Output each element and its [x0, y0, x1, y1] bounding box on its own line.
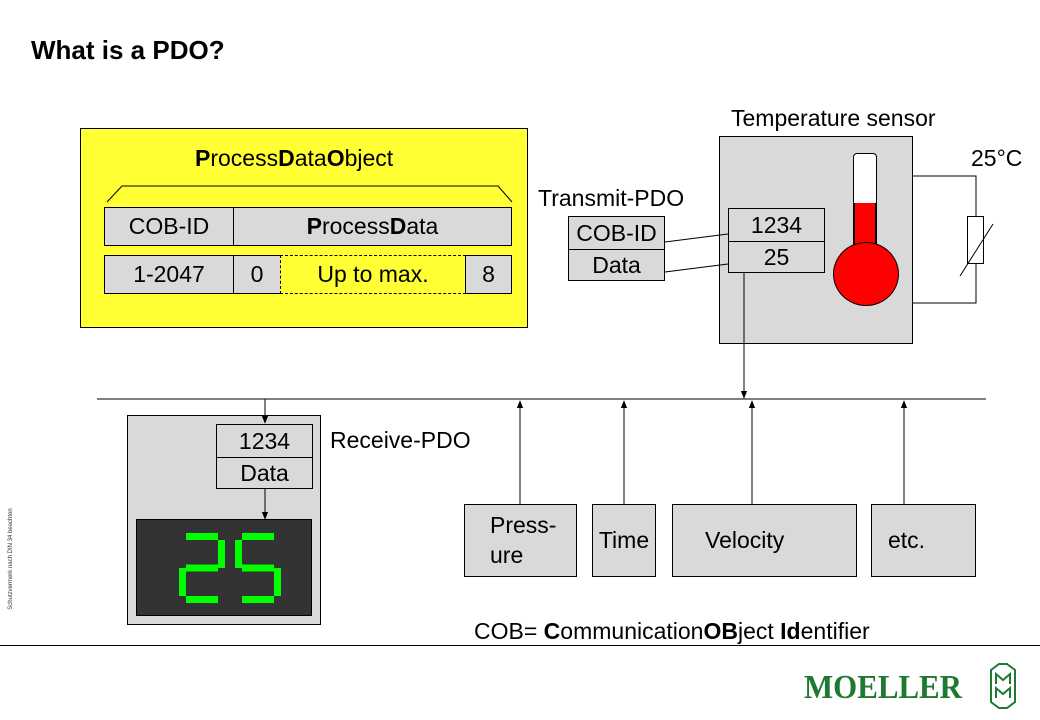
- text-segment: D: [389, 213, 407, 239]
- text-segment: O: [326, 145, 345, 171]
- receive-pdo-label: Receive-PDO: [330, 427, 471, 453]
- thermometer-bulb: [833, 242, 899, 306]
- transmit-pdo-cobid-field: COB-ID: [568, 216, 665, 250]
- moeller-logo: MOELLER: [804, 663, 1016, 709]
- resistor-wire-top: [913, 175, 977, 216]
- sensor-temperature: 25°C: [971, 145, 1023, 171]
- page-title: What is a PDO?: [31, 35, 225, 65]
- pdo-bytes-min-cell: 0: [233, 255, 281, 294]
- display-segment: [186, 533, 218, 540]
- text-segment: ommunication: [560, 618, 704, 644]
- display-segment: [186, 564, 218, 572]
- text-segment: P: [195, 145, 211, 171]
- text-segment: rocess: [321, 213, 390, 239]
- sensor-label: Temperature sensor: [731, 105, 936, 131]
- footer-divider: [0, 645, 1040, 646]
- cob-definition: COB= CommunicationOBject Identifier: [474, 620, 870, 643]
- text-segment: OB: [703, 618, 738, 644]
- bus-node-etc-label: etc.: [888, 527, 926, 553]
- display-segment: [235, 540, 242, 568]
- text-segment: D: [278, 145, 295, 171]
- bus-node-pressure: Press- ure: [464, 504, 577, 577]
- text-segment: ject: [737, 618, 781, 644]
- sensor-cobid-value: 1234: [728, 208, 825, 242]
- transmit-pdo-data-field: Data: [568, 249, 665, 281]
- bus-node-pressure-label: Press- ure: [490, 511, 557, 568]
- text-segment: ata: [294, 145, 327, 171]
- pdo-cobid-label-cell: COB-ID: [104, 207, 234, 246]
- bus-node-etc: etc.: [871, 504, 976, 577]
- seven-segment-display: [136, 519, 312, 616]
- moeller-emblem: [990, 663, 1016, 709]
- bus-node-velocity: Velocity: [672, 504, 857, 577]
- side-note: Schutzvermerk nach DIN 34 beachten: [8, 508, 14, 610]
- display-segment: [274, 568, 281, 596]
- text-segment: Id: [780, 618, 801, 644]
- resistor-wire-bottom: [913, 264, 977, 304]
- receiver-cobid-value: 1234: [216, 424, 313, 458]
- receiver-data-label: Data: [216, 457, 313, 489]
- bus-node-time: Time: [592, 504, 656, 577]
- pdo-structure-heading: ProcessDataObject: [195, 147, 393, 170]
- display-segment: [218, 540, 225, 568]
- transmit-pdo-label: Transmit-PDO: [538, 185, 685, 211]
- pdo-bytes-mid-cell: Up to max.: [280, 255, 466, 294]
- pdo-bytes-max-cell: 8: [465, 255, 512, 294]
- text-segment: P: [306, 213, 322, 239]
- display-digits: [179, 533, 281, 603]
- display-segment: [242, 533, 274, 540]
- display-segment: [179, 568, 186, 596]
- sensor-data-value: 25: [728, 241, 825, 273]
- display-segment: [242, 564, 274, 572]
- moeller-wordmark: MOELLER: [804, 669, 962, 706]
- display-segment: [242, 596, 274, 603]
- resistor: [967, 216, 984, 264]
- text-segment: COB=: [474, 618, 544, 644]
- text-segment: bject: [344, 145, 394, 171]
- text-segment: rocess: [210, 145, 279, 171]
- pdo-cobid-range-cell: 1-2047: [104, 255, 234, 294]
- display-segment: [186, 596, 218, 603]
- bus-node-velocity-label: Velocity: [705, 527, 785, 553]
- text-segment: ata: [406, 213, 439, 239]
- text-segment: C: [543, 618, 561, 644]
- text-segment: entifier: [800, 618, 870, 644]
